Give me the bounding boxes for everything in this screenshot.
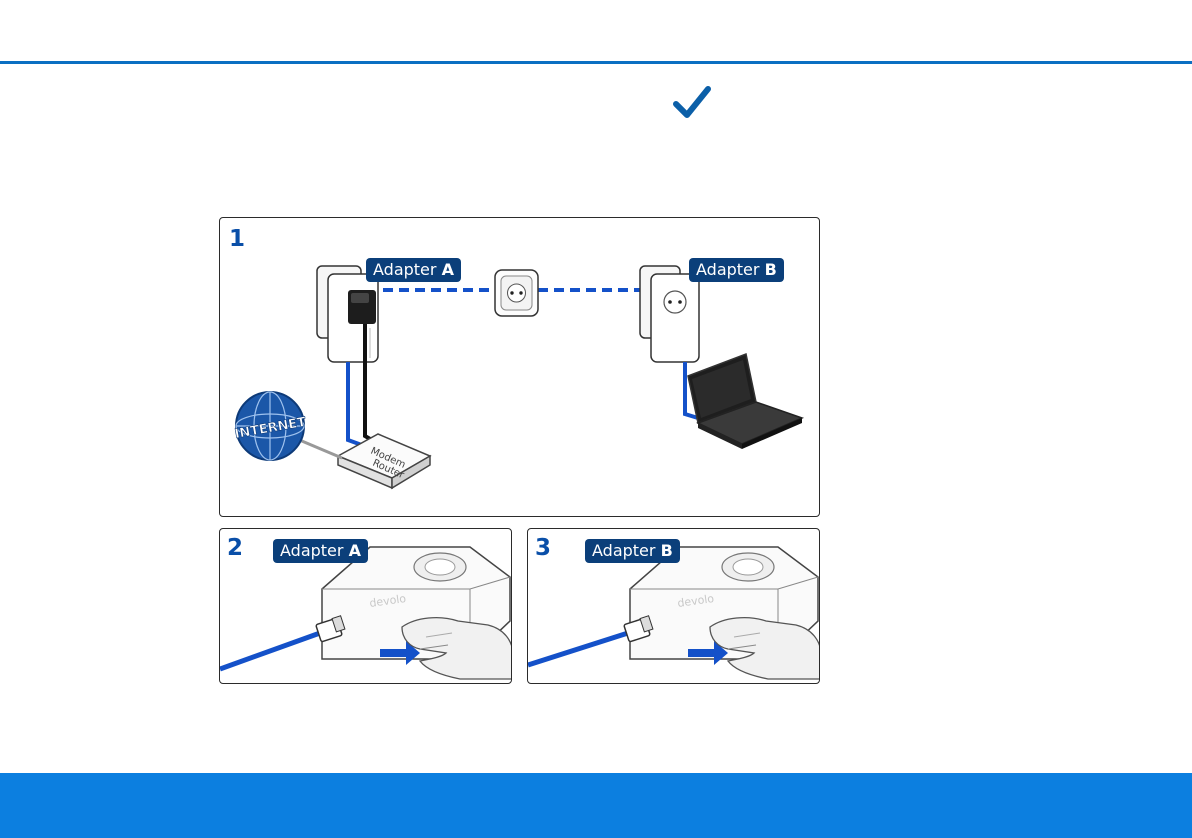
label-letter: A: [349, 541, 361, 560]
internet-globe-icon: INTERNET: [234, 392, 308, 460]
checkmark-icon: [672, 83, 712, 123]
label-letter: B: [765, 260, 777, 279]
label-prefix: Adapter: [373, 260, 436, 279]
pair-adapter-b-panel: 3 Adapter B devolo: [527, 528, 820, 684]
label-prefix: Adapter: [696, 260, 759, 279]
step-number: 1: [229, 226, 245, 252]
laptop-icon: [688, 354, 802, 449]
adapter-a-label: Adapter A: [273, 539, 368, 563]
adapter-b-label: Adapter B: [585, 539, 680, 563]
adapter-a-label: Adapter A: [366, 258, 461, 282]
step-number: 3: [535, 535, 551, 561]
pair-adapter-a-panel: 2 Adapter A devolo: [219, 528, 512, 684]
setup-overview-panel: 1 Adapter A Adapter B: [219, 217, 820, 517]
step-number: 2: [227, 535, 243, 561]
footer-bar: [0, 773, 1192, 838]
adapter-b-label: Adapter B: [689, 258, 784, 282]
label-letter: A: [442, 260, 454, 279]
label-prefix: Adapter: [280, 541, 343, 560]
wall-socket-icon: [495, 270, 538, 316]
label-prefix: Adapter: [592, 541, 655, 560]
header-rule: [0, 61, 1192, 64]
label-letter: B: [661, 541, 673, 560]
